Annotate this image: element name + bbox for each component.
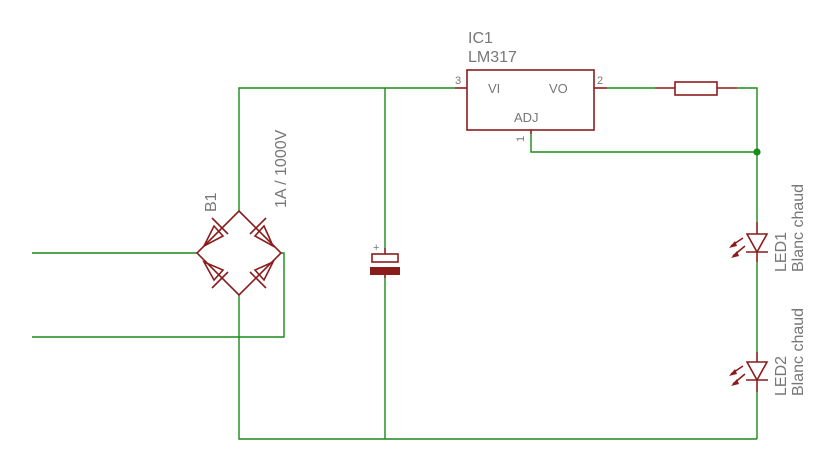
ic-pin-vi-label: VI bbox=[488, 81, 500, 96]
bridge-body bbox=[195, 209, 283, 297]
ic-pin-vo-label: VO bbox=[549, 81, 568, 96]
led1-light-arrows-icon bbox=[729, 237, 746, 258]
bridge-diode-bottom-right-icon bbox=[249, 260, 275, 289]
led2-light-arrows-icon bbox=[729, 365, 746, 386]
bridge-positive-wire bbox=[238, 87, 455, 211]
bridge-diode-top-right-icon bbox=[249, 217, 275, 248]
capacitor-polarity-mark: + bbox=[373, 242, 379, 254]
ic-pin-number-vo: 2 bbox=[597, 75, 603, 87]
junction-dot bbox=[753, 148, 761, 156]
led2-diode-icon bbox=[745, 361, 769, 382]
wires bbox=[32, 87, 761, 440]
resistor bbox=[655, 81, 737, 96]
resistor-to-node-wire bbox=[737, 87, 758, 222]
ic-pin-number-vi: 3 bbox=[455, 75, 461, 87]
led2-name-label: LED2 bbox=[773, 356, 790, 396]
led1-diode-icon bbox=[745, 233, 769, 254]
adj-wire bbox=[530, 134, 757, 153]
bridge-diode-bottom-left-icon bbox=[202, 260, 229, 289]
capacitor-negative-plate bbox=[370, 267, 400, 275]
ic-pin-number-adj: 1 bbox=[515, 136, 527, 142]
ic-name-label: IC1 bbox=[468, 30, 493, 47]
ic-value-label: LM317 bbox=[468, 49, 517, 66]
electrolytic-capacitor: + bbox=[370, 242, 400, 278]
led1: LED1 Blanc chaud bbox=[729, 184, 807, 272]
led1-value-label: Blanc chaud bbox=[790, 184, 807, 272]
ac-input-wire-2 bbox=[32, 252, 285, 338]
capacitor-positive-plate bbox=[371, 253, 399, 263]
ic-pin-adj-label: ADJ bbox=[514, 110, 539, 125]
bridge-diode-top-left-icon bbox=[202, 217, 229, 248]
bridge-rectifier-b1: B1 1A / 1000V bbox=[195, 129, 290, 297]
led1-name-label: LED1 bbox=[773, 232, 790, 272]
voltage-regulator-ic1: IC1 LM317 VI VO ADJ 3 2 1 bbox=[455, 30, 607, 142]
bridge-name-label: B1 bbox=[203, 192, 220, 212]
led2: LED2 Blanc chaud bbox=[729, 308, 807, 396]
bridge-negative-wire bbox=[238, 295, 757, 440]
bridge-rating-label: 1A / 1000V bbox=[273, 129, 290, 208]
resistor-body bbox=[674, 81, 718, 96]
led2-value-label: Blanc chaud bbox=[790, 308, 807, 396]
